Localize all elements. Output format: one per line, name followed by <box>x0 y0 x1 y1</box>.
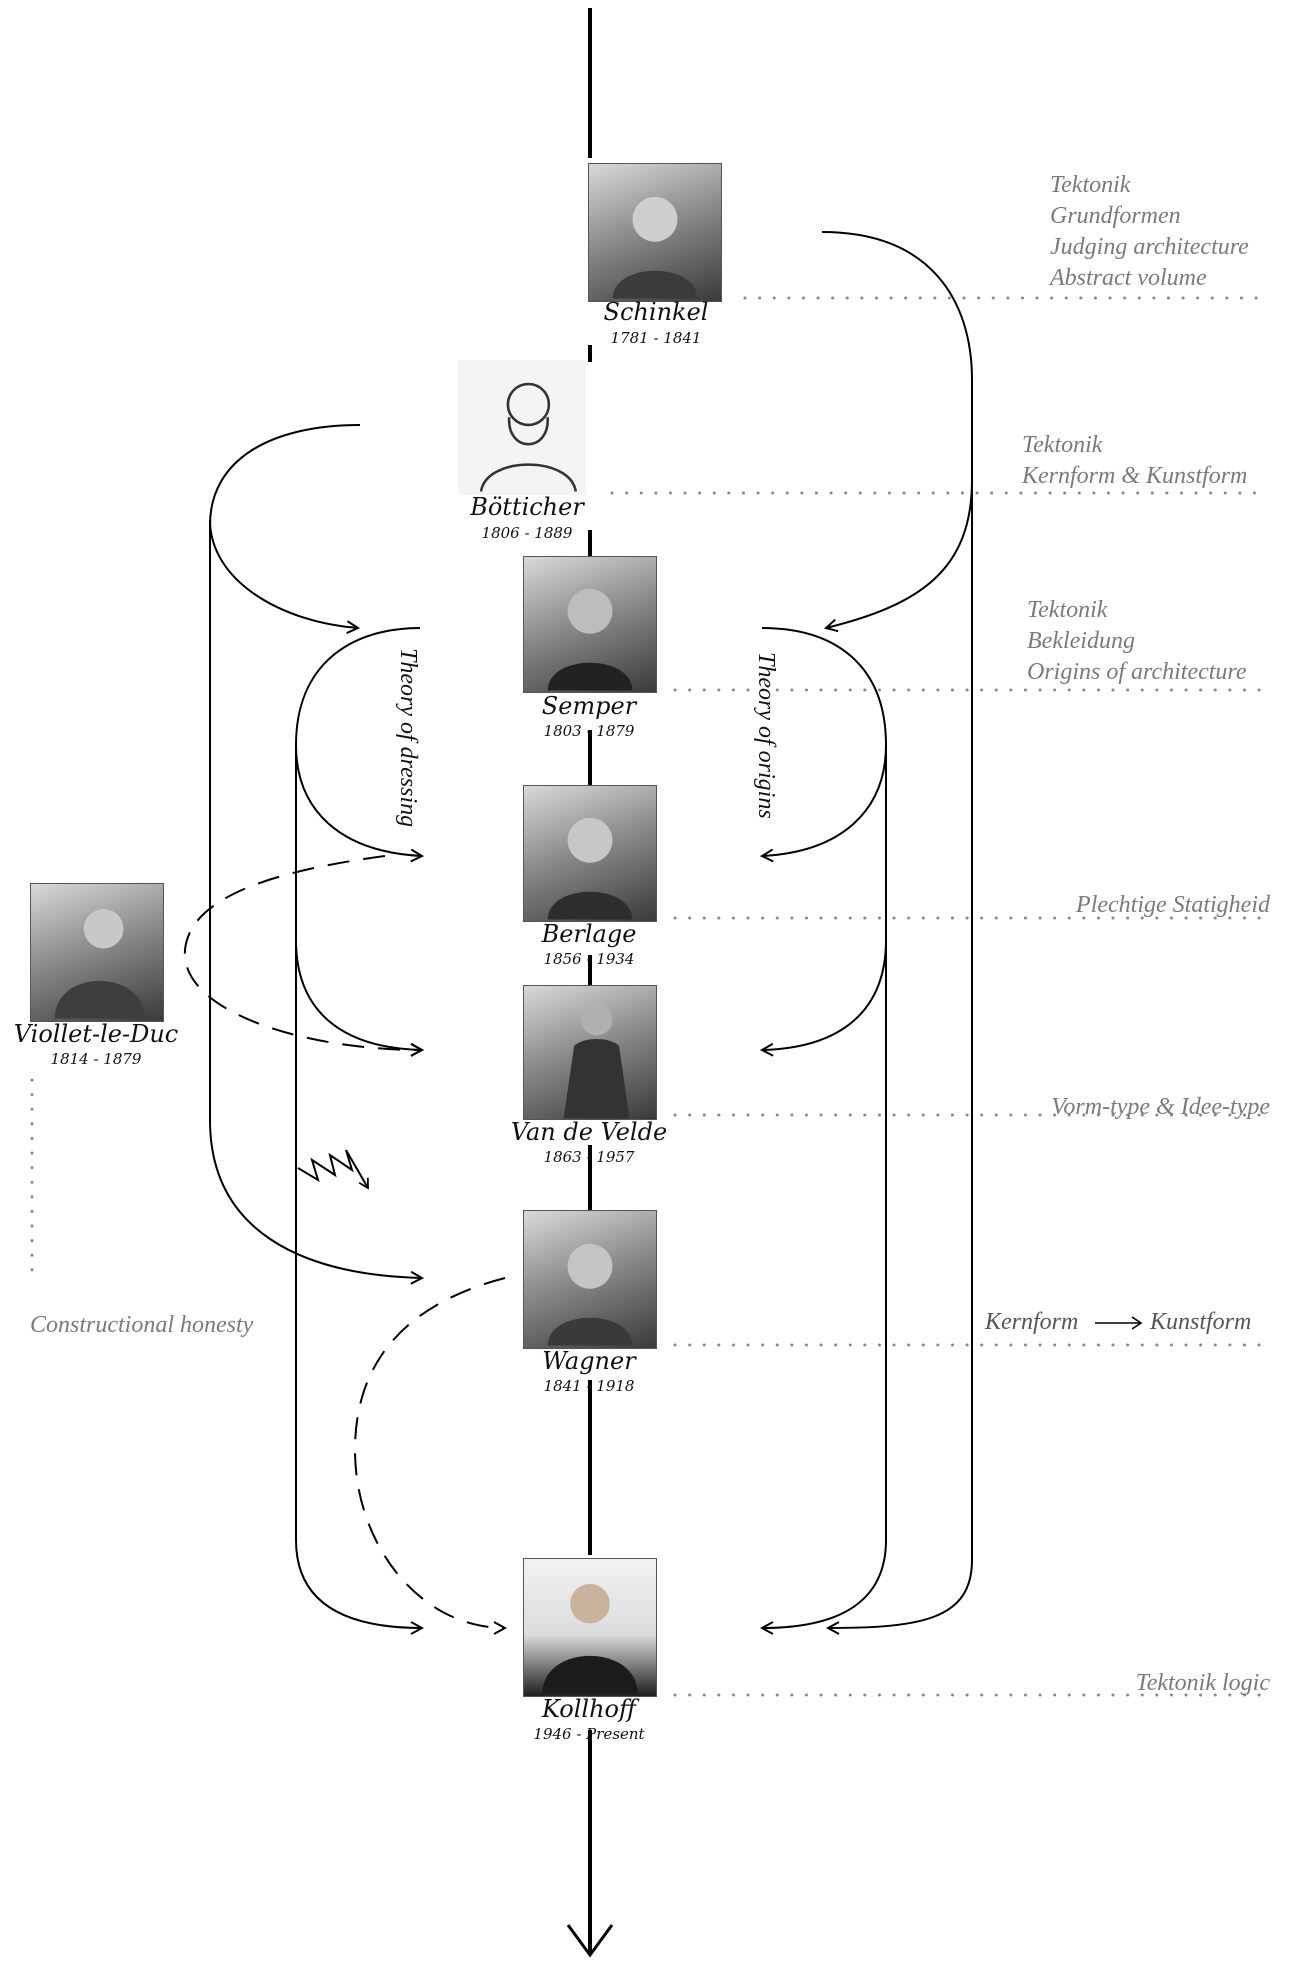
berlage-portrait <box>523 785 657 922</box>
concept-item: Tektonik <box>1022 432 1103 458</box>
schinkel-influence-lines <box>821 231 973 1628</box>
portrait-icon <box>54 908 145 1019</box>
figure-name: Semper <box>541 692 637 720</box>
concept-item: Constructional honesty <box>30 1312 254 1338</box>
concept-leaders <box>30 296 1267 1697</box>
figure-dates: 1856 - 1934 <box>543 950 635 968</box>
schinkel-concepts: Tektonik Grundformen Judging architectur… <box>1050 170 1249 294</box>
schinkel-portrait <box>588 163 722 302</box>
portrait-icon <box>563 1003 630 1119</box>
concept-item: Bekleidung <box>1027 628 1135 654</box>
figure-dates: 1803 - 1879 <box>543 722 635 740</box>
semper-concepts: Tektonik Bekleidung Origins of architect… <box>1027 595 1247 688</box>
viollet-concepts: Constructional honesty <box>30 1310 253 1341</box>
kernform-arrow <box>1095 1316 1143 1330</box>
zigzag-arrow <box>297 1149 369 1190</box>
portrait-icon <box>612 196 698 299</box>
figure-dates: 1841 - 1918 <box>543 1377 635 1395</box>
figure-name: Schinkel <box>603 298 709 326</box>
portrait-icon <box>547 588 633 691</box>
semper-portrait <box>523 556 657 693</box>
concept-item: Tektonik <box>1050 172 1131 198</box>
portrait-sketch-icon <box>479 382 578 492</box>
figure-dates: 1814 - 1879 <box>50 1050 142 1068</box>
kollhoff-portrait <box>523 1558 657 1697</box>
concept-item: Vorm-type & Idee-type <box>1051 1094 1270 1120</box>
figure-name: Van de Velde <box>510 1118 668 1146</box>
figure-dates: 1781 - 1841 <box>610 329 702 347</box>
origins-lines <box>762 627 888 1628</box>
portrait-icon <box>542 1583 638 1694</box>
portrait-icon <box>547 817 633 920</box>
concept-item: Origins of architecture <box>1027 659 1247 685</box>
concept-item: Plechtige Statigheid <box>1076 892 1270 918</box>
botticher-concepts: Tektonik Kernform & Kunstform <box>1022 430 1247 492</box>
theory-of-dressing-label: Theory of dressing <box>395 648 421 828</box>
figure-dates: 1806 - 1889 <box>481 524 573 542</box>
figure-dates: 1946 - Present <box>533 1725 645 1743</box>
berlage-concepts: Plechtige Statigheid <box>1076 890 1270 921</box>
concept-item: Abstract volume <box>1050 265 1207 291</box>
vandevelde-concepts: Vorm-type & Idee-type <box>1051 1092 1270 1123</box>
kunstform-label: Kunstform <box>1150 1309 1252 1335</box>
concept-item: Judging architecture <box>1050 234 1249 260</box>
viollet-portrait <box>30 883 164 1022</box>
concept-item: Tektonik <box>1027 597 1108 623</box>
concept-item: Tektonik logic <box>1135 1670 1270 1696</box>
theory-of-origins-label: Theory of origins <box>753 652 779 819</box>
botticher-portrait <box>458 360 586 495</box>
wagner-portrait <box>523 1210 657 1349</box>
timeline-axis <box>566 8 614 1958</box>
figure-name: Wagner <box>542 1347 636 1375</box>
botticher-influence-lines <box>209 424 422 1278</box>
vandevelde-portrait <box>523 985 657 1120</box>
figure-name: Viollet-le-Duc <box>13 1020 179 1048</box>
dressing-lines <box>294 627 422 1628</box>
figure-name: Kollhoff <box>542 1695 636 1723</box>
viollet-dashed-lines <box>183 855 505 1628</box>
figure-name: Berlage <box>541 920 637 948</box>
kernform-label: Kernform <box>985 1309 1079 1335</box>
figure-name: Bötticher <box>470 493 584 521</box>
kollhoff-concepts: Tektonik logic <box>1136 1668 1270 1699</box>
concept-item: Kernform & Kunstform <box>1022 463 1248 489</box>
concept-item: Grundformen <box>1050 203 1181 229</box>
portrait-icon <box>547 1243 633 1346</box>
figure-dates: 1863 - 1957 <box>543 1148 635 1166</box>
